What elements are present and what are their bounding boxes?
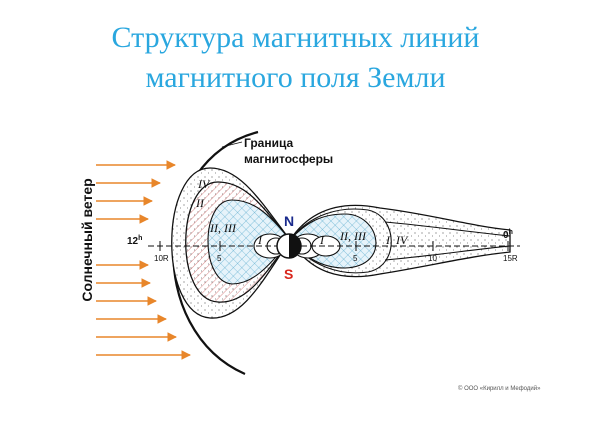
tail-line-lower — [384, 245, 511, 261]
region-label-night-near: I — [319, 233, 325, 247]
south-pole-label: S — [284, 266, 293, 282]
region-label-night-inner: II, III — [339, 229, 367, 243]
boundary-label-line-1: Граница — [244, 136, 293, 150]
tail-line-upper — [384, 221, 511, 237]
region-label-night-mid: I — [385, 233, 391, 247]
noon-label: 12h — [127, 235, 142, 247]
midnight-label: 0h — [503, 229, 513, 241]
tick-label-5-right: 5 — [353, 254, 358, 263]
axis-ticks — [159, 241, 509, 251]
region-label-night-outer: IV — [395, 233, 409, 247]
solar-wind-arrows — [96, 160, 191, 360]
region-label-day-outer: IV — [197, 177, 211, 191]
copyright-note: © ООО «Кирилл и Мефодий» — [458, 386, 541, 392]
boundary-label-line-2: магнитосферы — [244, 152, 333, 166]
north-pole-label: N — [284, 213, 294, 229]
tick-label-10r: 10R — [154, 254, 169, 263]
region-label-day-inner: II, III — [209, 221, 237, 235]
boundary-leader-line — [221, 141, 243, 148]
earth — [276, 233, 302, 259]
region-label-day-near: I — [257, 233, 263, 247]
tick-label-5-left: 5 — [217, 254, 222, 263]
title-line-2: магнитного поля Земли — [145, 61, 446, 94]
tick-label-10: 10 — [428, 254, 437, 263]
tick-label-15r: 15R — [503, 254, 518, 263]
region-label-day-mid: II — [195, 196, 205, 210]
nightside-loop — [289, 208, 392, 274]
dayside-mesh-region — [207, 199, 291, 285]
solar-wind-label: Солнечный ветер — [79, 178, 95, 301]
title-line-1: Структура магнитных линий — [111, 21, 480, 54]
